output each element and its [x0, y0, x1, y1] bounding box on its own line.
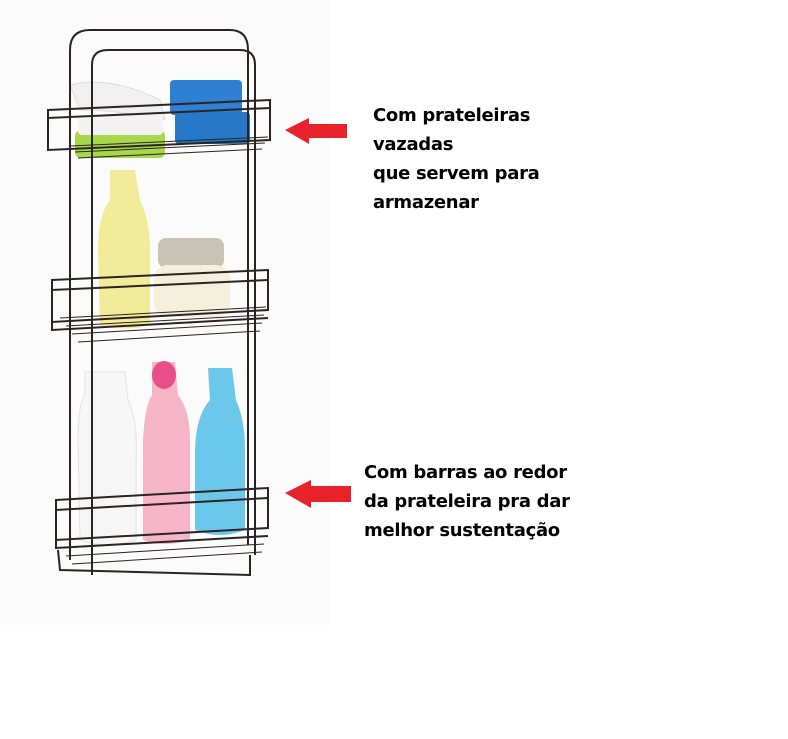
caption-bars: Com barras ao redor da prateleira pra da…	[364, 458, 570, 545]
products	[69, 80, 250, 546]
shelf-rack-image	[47, 29, 271, 577]
rack-frame	[47, 29, 271, 577]
caption-line: Com barras ao redor	[364, 462, 567, 483]
product-photo	[0, 0, 330, 625]
caption-line: vazadas	[373, 134, 454, 155]
caption-shelves: Com prateleiras vazadas que servem para …	[373, 101, 540, 217]
left-arrow-icon	[285, 118, 347, 144]
caption-line: da prateleira pra dar	[364, 491, 570, 512]
shelf-wires	[59, 136, 269, 565]
left-arrow-icon	[285, 480, 351, 508]
caption-line: Com prateleiras	[373, 105, 531, 126]
caption-line: que servem para	[373, 163, 540, 184]
caption-line: melhor sustentação	[364, 520, 560, 541]
caption-line: armazenar	[373, 192, 479, 213]
